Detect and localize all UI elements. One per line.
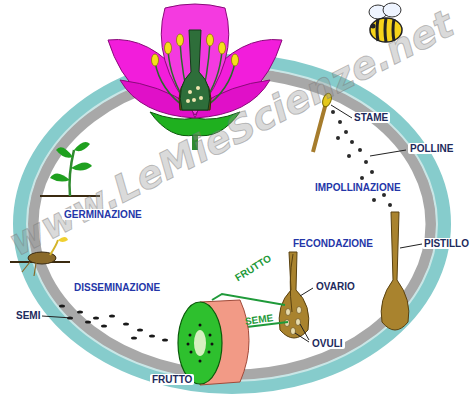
- part-label: PISTILLO: [422, 238, 471, 249]
- part-label: STAME: [352, 112, 390, 123]
- part-label: SEMI: [14, 310, 42, 321]
- stage-label: DISSEMINAZIONE: [72, 282, 162, 293]
- transform-label: FRUTTO: [233, 252, 273, 283]
- part-label: OVULI: [310, 338, 345, 349]
- stage-label: GERMINAZIONE: [62, 209, 144, 220]
- stage-label: FECONDAZIONE: [291, 238, 375, 249]
- part-label: OVARIO: [314, 281, 357, 292]
- part-label: FRUTTO: [150, 374, 194, 385]
- stage-label: IMPOLLINAZIONE: [313, 182, 403, 193]
- part-label: POLLINE: [408, 143, 455, 154]
